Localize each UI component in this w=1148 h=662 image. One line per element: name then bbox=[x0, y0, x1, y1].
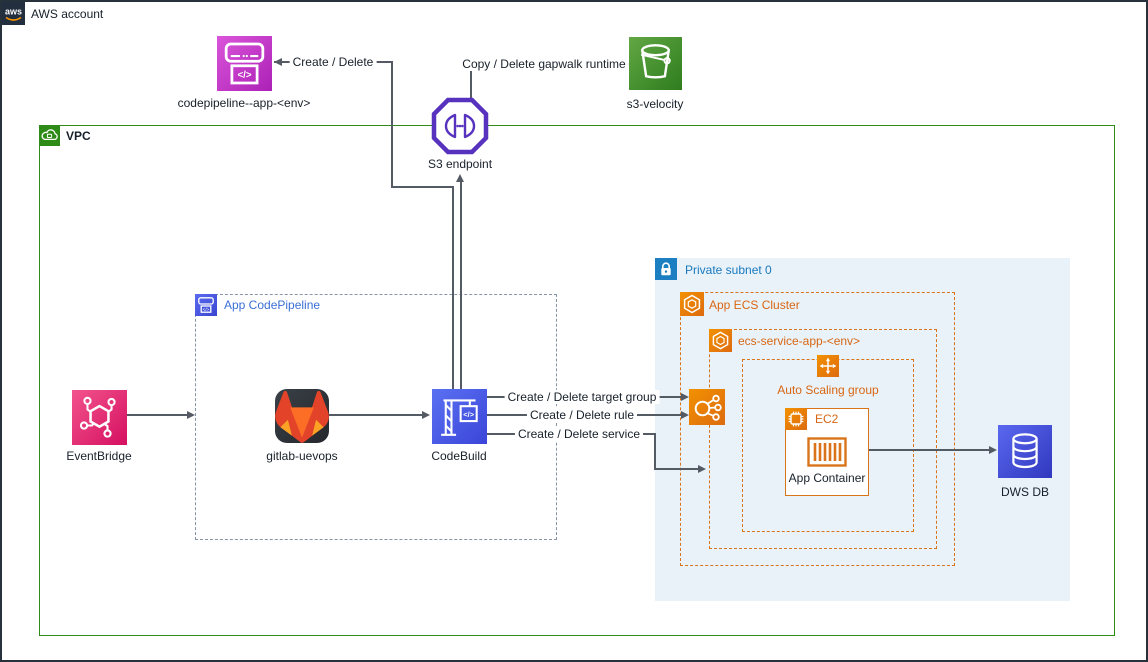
ec2-label: EC2 bbox=[815, 412, 839, 426]
vpc-icon bbox=[39, 125, 60, 146]
ecs-service-group-icon bbox=[709, 329, 732, 352]
dws-db-label: DWS DB bbox=[1001, 485, 1049, 499]
ecs-service-label: ecs-service-app-<env> bbox=[738, 334, 861, 348]
edge-gitlab-codebuild bbox=[329, 414, 423, 416]
svg-text:</>: </> bbox=[203, 307, 210, 312]
edge-copy-delete bbox=[470, 63, 472, 99]
arrowhead bbox=[456, 174, 464, 182]
subnet-label: Private subnet 0 bbox=[685, 263, 772, 277]
s3-endpoint-icon bbox=[431, 97, 489, 155]
arrowhead bbox=[681, 410, 689, 419]
edge-label-copy-delete: Copy / Delete gapwalk runtime bbox=[459, 57, 629, 71]
subnet-lock-icon bbox=[655, 258, 677, 280]
ecs-service-box bbox=[709, 329, 937, 549]
edge-create-delete bbox=[391, 61, 393, 187]
edge-label-target-group: Create / Delete target group bbox=[504, 390, 660, 404]
s3-velocity-label: s3-velocity bbox=[626, 97, 684, 111]
ecs-cluster-box bbox=[680, 292, 955, 566]
gitlab-icon bbox=[275, 389, 329, 443]
codepipeline-label: codepipeline--app-<env> bbox=[177, 96, 311, 110]
edge-label-create-delete: Create / Delete bbox=[289, 55, 377, 69]
ec2-icon bbox=[785, 408, 807, 430]
app-codepipeline-label: App CodePipeline bbox=[224, 298, 321, 312]
edge-eventbridge-pipeline bbox=[127, 414, 188, 416]
database-icon bbox=[998, 425, 1052, 478]
codebuild-label: CodeBuild bbox=[431, 449, 487, 463]
svg-text:</>: </> bbox=[463, 410, 474, 419]
container-icon bbox=[807, 437, 847, 467]
arrowhead bbox=[681, 392, 689, 401]
svg-text:</>: </> bbox=[237, 70, 251, 81]
arrowhead bbox=[187, 410, 195, 419]
vpc-label: VPC bbox=[66, 129, 91, 143]
svg-text:aws: aws bbox=[5, 7, 22, 17]
app-codepipeline-icon: </> bbox=[195, 294, 217, 316]
edge-service bbox=[654, 433, 656, 469]
edge-codebuild-s3endpoint bbox=[460, 181, 462, 389]
arrowhead bbox=[989, 445, 997, 454]
arrowhead bbox=[422, 410, 430, 419]
s3-bucket-icon bbox=[629, 37, 682, 90]
edge-create-delete bbox=[452, 186, 454, 389]
ecs-cluster-label: App ECS Cluster bbox=[709, 298, 800, 312]
app-container-label: App Container bbox=[788, 471, 866, 485]
edge-ec2-dwsdb bbox=[869, 449, 990, 451]
vpc-box bbox=[39, 125, 1115, 636]
ecs-service-icon bbox=[689, 389, 725, 425]
arrowhead bbox=[698, 464, 706, 473]
arrowhead bbox=[274, 57, 282, 66]
edge-service bbox=[654, 468, 699, 470]
edge-label-service: Create / Delete service bbox=[514, 427, 644, 441]
ecs-cluster-icon bbox=[680, 292, 704, 316]
eventbridge-label: EventBridge bbox=[66, 449, 132, 463]
gitlab-label: gitlab-uevops bbox=[266, 449, 338, 463]
codebuild-icon: </> bbox=[432, 389, 487, 444]
s3-endpoint-label: S3 endpoint bbox=[427, 157, 493, 171]
aws-logo-icon: aws bbox=[2, 2, 25, 25]
edge-label-rule: Create / Delete rule bbox=[526, 408, 638, 422]
asg-label: Auto Scaling group bbox=[777, 383, 879, 397]
auto-scaling-icon bbox=[817, 355, 839, 377]
eventbridge-icon bbox=[72, 390, 127, 445]
app-codepipeline-box bbox=[195, 294, 557, 540]
codepipeline-icon: </> bbox=[217, 36, 272, 91]
account-label: AWS account bbox=[31, 7, 104, 21]
edge-create-delete bbox=[391, 186, 453, 188]
